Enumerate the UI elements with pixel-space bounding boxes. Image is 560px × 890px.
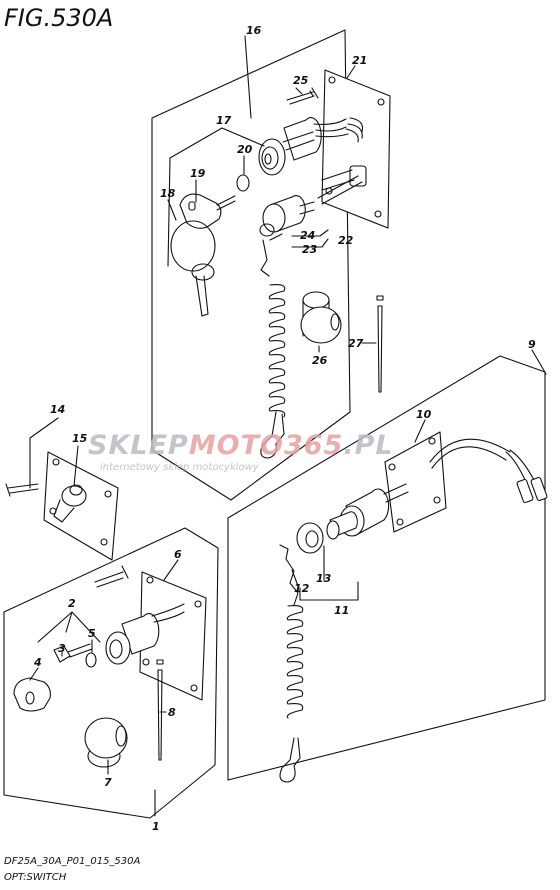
callout-16: 16 — [246, 24, 262, 37]
watermark-brand-b: MOTO — [189, 430, 284, 461]
callout-4: 4 — [33, 656, 42, 669]
callout-24: 24 — [300, 229, 315, 242]
group-box-16 — [151, 29, 351, 501]
cable-tie-27 — [376, 295, 384, 393]
callout-1: 1 — [152, 820, 160, 833]
switch-body-2 — [105, 603, 185, 665]
callout-18: 18 — [160, 187, 176, 200]
callout-15: 15 — [72, 432, 88, 445]
group-box-1 — [3, 527, 219, 819]
callout-9: 9 — [528, 338, 536, 351]
key-19 — [179, 193, 236, 229]
callout-3: 3 — [58, 642, 66, 655]
callout-23: 23 — [302, 243, 318, 256]
key-fob-4 — [13, 677, 51, 712]
mounting-plate-10 — [384, 431, 447, 533]
callout-25: 25 — [293, 74, 309, 87]
lanyard-coil-top — [268, 284, 286, 418]
callout-12: 12 — [294, 582, 310, 595]
callout-10: 10 — [416, 408, 432, 421]
callout-19: 19 — [190, 167, 206, 180]
lanyard-coil-bottom — [286, 605, 304, 719]
key-ring-18 — [170, 220, 216, 272]
cap-7 — [84, 717, 128, 768]
figure-caption: OPT:SWITCH — [4, 872, 67, 883]
watermark-brand-c: 365 — [284, 430, 343, 461]
watermark-tagline: internetowy sklep motocyklowy — [100, 462, 260, 473]
figure-code: DF25A_30A_P01_015_530A — [4, 856, 141, 867]
cap-26 — [300, 291, 342, 344]
switch-plate-15 — [43, 451, 119, 561]
callout-11: 11 — [334, 604, 349, 617]
nut-13 — [296, 522, 324, 554]
callout-6: 6 — [174, 548, 182, 561]
screw-14 — [5, 483, 39, 497]
ignition-switch-body — [258, 117, 349, 176]
watermark-brand-a: SKLEP — [88, 430, 189, 461]
watermark-brand-d: .PL — [343, 430, 393, 461]
cable-tie-8 — [156, 659, 164, 761]
callout-21: 21 — [352, 54, 367, 67]
callout-27: 27 — [348, 337, 364, 350]
callout-17: 17 — [216, 114, 232, 127]
group-box-9 — [227, 355, 546, 781]
callout-2: 2 — [68, 597, 76, 610]
callout-8: 8 — [168, 706, 176, 719]
watermark: SKLEPMOTO365.PL internetowy sklep motocy… — [88, 430, 394, 473]
callout-5: 5 — [88, 627, 96, 640]
callout-labels: 16 21 25 17 20 19 18 24 22 23 27 26 9 10… — [33, 24, 536, 833]
callout-7: 7 — [104, 776, 112, 789]
mounting-plate-21 — [321, 69, 391, 229]
callout-20: 20 — [237, 143, 253, 156]
watermark-brand: SKLEPMOTO365.PL — [88, 430, 394, 461]
nut-5 — [85, 652, 97, 668]
callout-14: 14 — [50, 403, 65, 416]
nut-20 — [236, 174, 250, 192]
screw-25 — [286, 87, 319, 105]
callout-22: 22 — [338, 234, 354, 247]
connectors — [516, 476, 548, 504]
callout-26: 26 — [312, 354, 328, 367]
figure-title: FIG.530A — [4, 4, 114, 32]
key-3 — [53, 643, 93, 663]
stop-switch-11 — [326, 483, 409, 540]
callout-13: 13 — [316, 572, 332, 585]
stop-switch-22 — [259, 195, 315, 237]
